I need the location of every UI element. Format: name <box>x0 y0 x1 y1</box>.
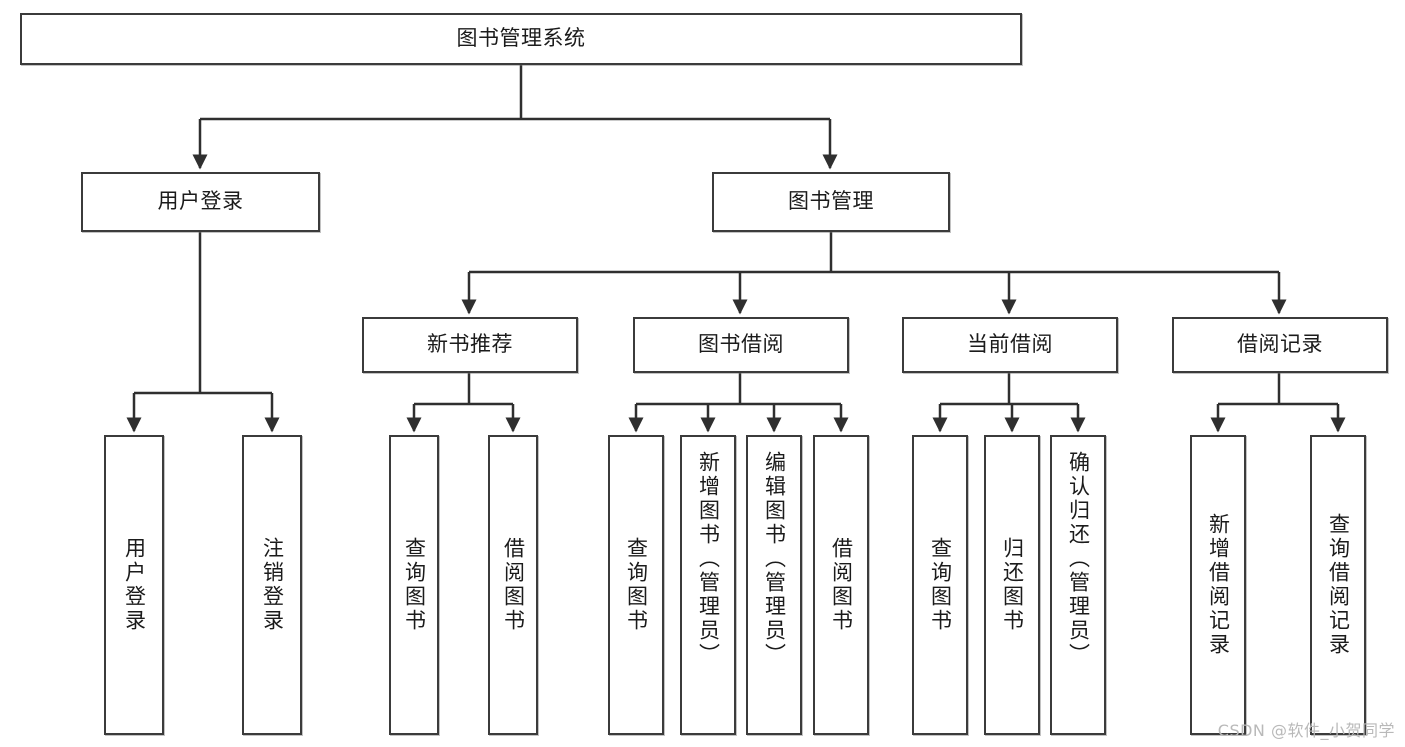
leaf-edit-book-label: 编辑图书（管理员） <box>762 451 787 667</box>
node-root[interactable]: 图书管理系统 <box>20 13 1022 65</box>
leaf-query-book-3[interactable]: 查询图书 <box>912 435 968 735</box>
node-borrow-record-label: 借阅记录 <box>1237 332 1323 357</box>
leaf-query-book-1[interactable]: 查询图书 <box>389 435 439 735</box>
leaf-confirm-return-label: 确认归还（管理员） <box>1066 451 1091 667</box>
leaf-query-book-2-label: 查询图书 <box>624 537 649 633</box>
node-book-manage-label: 图书管理 <box>788 189 874 214</box>
leaf-borrow-book-2[interactable]: 借阅图书 <box>813 435 869 735</box>
leaf-user-login-label: 用户登录 <box>122 537 147 633</box>
leaf-borrow-book-1-label: 借阅图书 <box>501 537 526 633</box>
node-book-borrow[interactable]: 图书借阅 <box>633 317 849 373</box>
node-user-login[interactable]: 用户登录 <box>81 172 320 232</box>
node-new-book-rec-label: 新书推荐 <box>427 332 513 357</box>
leaf-user-login[interactable]: 用户登录 <box>104 435 164 735</box>
leaf-borrow-book-2-label: 借阅图书 <box>829 537 854 633</box>
leaf-edit-book[interactable]: 编辑图书（管理员） <box>746 435 802 735</box>
node-user-login-label: 用户登录 <box>157 189 244 214</box>
node-new-book-rec[interactable]: 新书推荐 <box>362 317 578 373</box>
leaf-add-book[interactable]: 新增图书（管理员） <box>680 435 736 735</box>
leaf-confirm-return[interactable]: 确认归还（管理员） <box>1050 435 1106 735</box>
leaf-query-book-1-label: 查询图书 <box>402 537 427 633</box>
leaf-query-book-2[interactable]: 查询图书 <box>608 435 664 735</box>
leaf-add-book-label: 新增图书（管理员） <box>696 451 721 667</box>
node-book-manage[interactable]: 图书管理 <box>712 172 950 232</box>
leaf-logout[interactable]: 注销登录 <box>242 435 302 735</box>
leaf-return-book-label: 归还图书 <box>1000 537 1025 633</box>
leaf-query-record[interactable]: 查询借阅记录 <box>1310 435 1366 735</box>
node-root-label: 图书管理系统 <box>456 26 586 51</box>
leaf-borrow-book-1[interactable]: 借阅图书 <box>488 435 538 735</box>
leaf-add-record-label: 新增借阅记录 <box>1206 513 1231 657</box>
leaf-return-book[interactable]: 归还图书 <box>984 435 1040 735</box>
node-current-borrow-label: 当前借阅 <box>967 332 1053 357</box>
node-borrow-record[interactable]: 借阅记录 <box>1172 317 1388 373</box>
node-current-borrow[interactable]: 当前借阅 <box>902 317 1118 373</box>
leaf-logout-label: 注销登录 <box>260 537 285 633</box>
watermark-text: CSDN @软件_小贺同学 <box>1217 721 1395 740</box>
leaf-query-book-3-label: 查询图书 <box>928 537 953 633</box>
node-book-borrow-label: 图书借阅 <box>698 332 784 357</box>
leaf-add-record[interactable]: 新增借阅记录 <box>1190 435 1246 735</box>
leaf-query-record-label: 查询借阅记录 <box>1326 513 1351 657</box>
